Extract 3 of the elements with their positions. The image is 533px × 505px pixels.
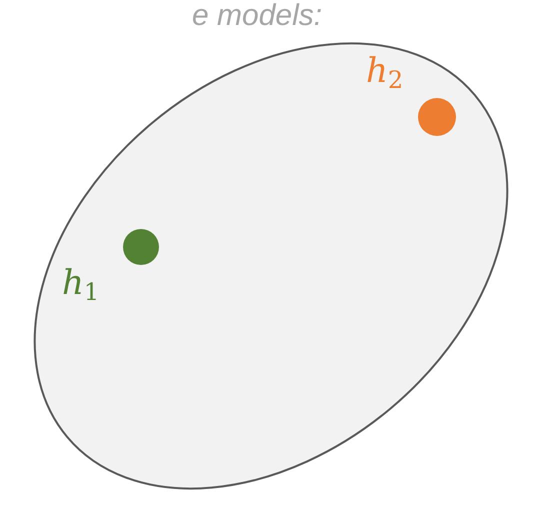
- heading-text: e models:: [192, 0, 322, 32]
- variable-label: h$_{1}$: [62, 266, 100, 304]
- variable-label: h$_{2}$: [366, 54, 404, 92]
